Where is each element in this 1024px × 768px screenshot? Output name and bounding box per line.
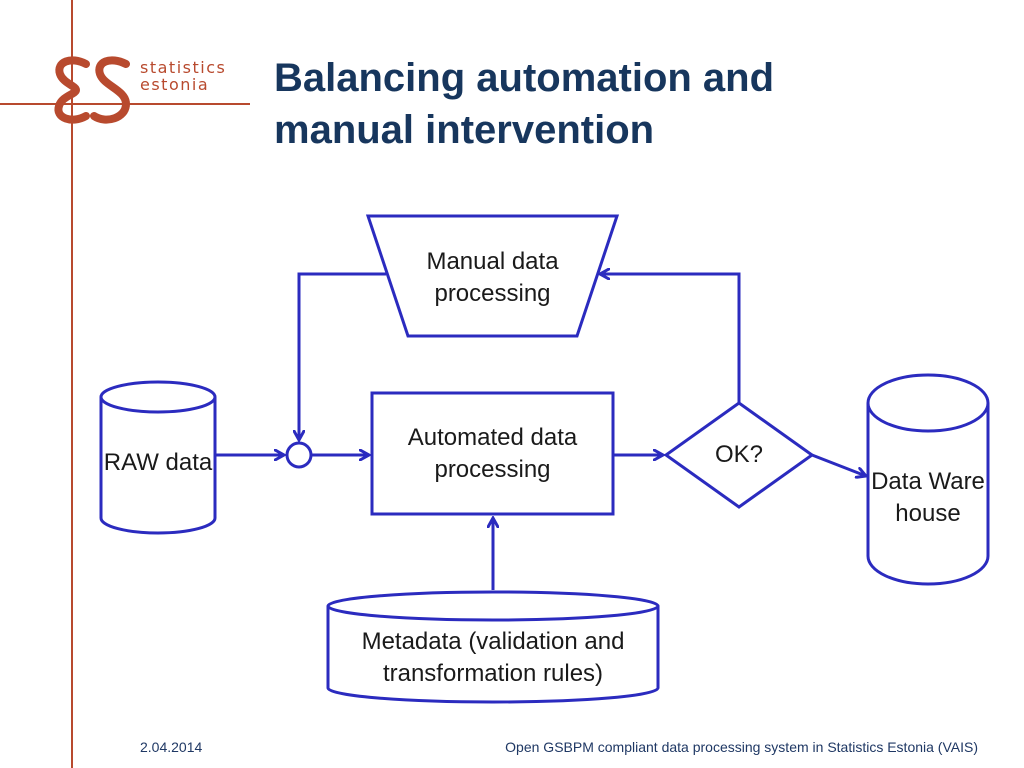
footer-caption: Open GSBPM compliant data processing sys…	[505, 739, 978, 755]
title-line-1: Balancing automation and	[274, 56, 775, 100]
decision-label: OK?	[714, 441, 764, 468]
accent-vertical-line	[71, 0, 73, 768]
footer-date: 2.04.2014	[140, 739, 203, 755]
automated-processing-label: Automated data processing	[407, 424, 578, 483]
manual-processing-label: Manual data processing	[426, 248, 559, 307]
automated-processing-box	[370, 391, 615, 516]
manual-processing-shape	[365, 214, 620, 338]
brand-wordmark: statistics estonia	[140, 59, 226, 93]
merge-node	[285, 441, 313, 469]
metadata-label: Metadata (validation and transformation …	[361, 628, 625, 687]
arrow-decision-to-warehouse	[811, 453, 866, 476]
title-line-2: manual intervention	[274, 108, 655, 152]
slide-title: Balancing automation and manual interven…	[274, 52, 974, 156]
brand-line-2: estonia	[140, 75, 210, 94]
brand-line-1: statistics	[140, 58, 227, 77]
raw-data-cylinder	[99, 380, 217, 535]
decision-diamond	[663, 401, 815, 509]
metadata-cylinder	[326, 590, 660, 704]
data-warehouse-cylinder	[866, 373, 990, 586]
es-logo-icon	[54, 56, 131, 124]
data-warehouse-label: Data Warehouse	[871, 468, 985, 527]
arrow-manual-to-merge	[299, 272, 386, 440]
raw-data-label: RAW data	[103, 449, 213, 476]
arrow-decision-to-manual	[600, 274, 741, 403]
